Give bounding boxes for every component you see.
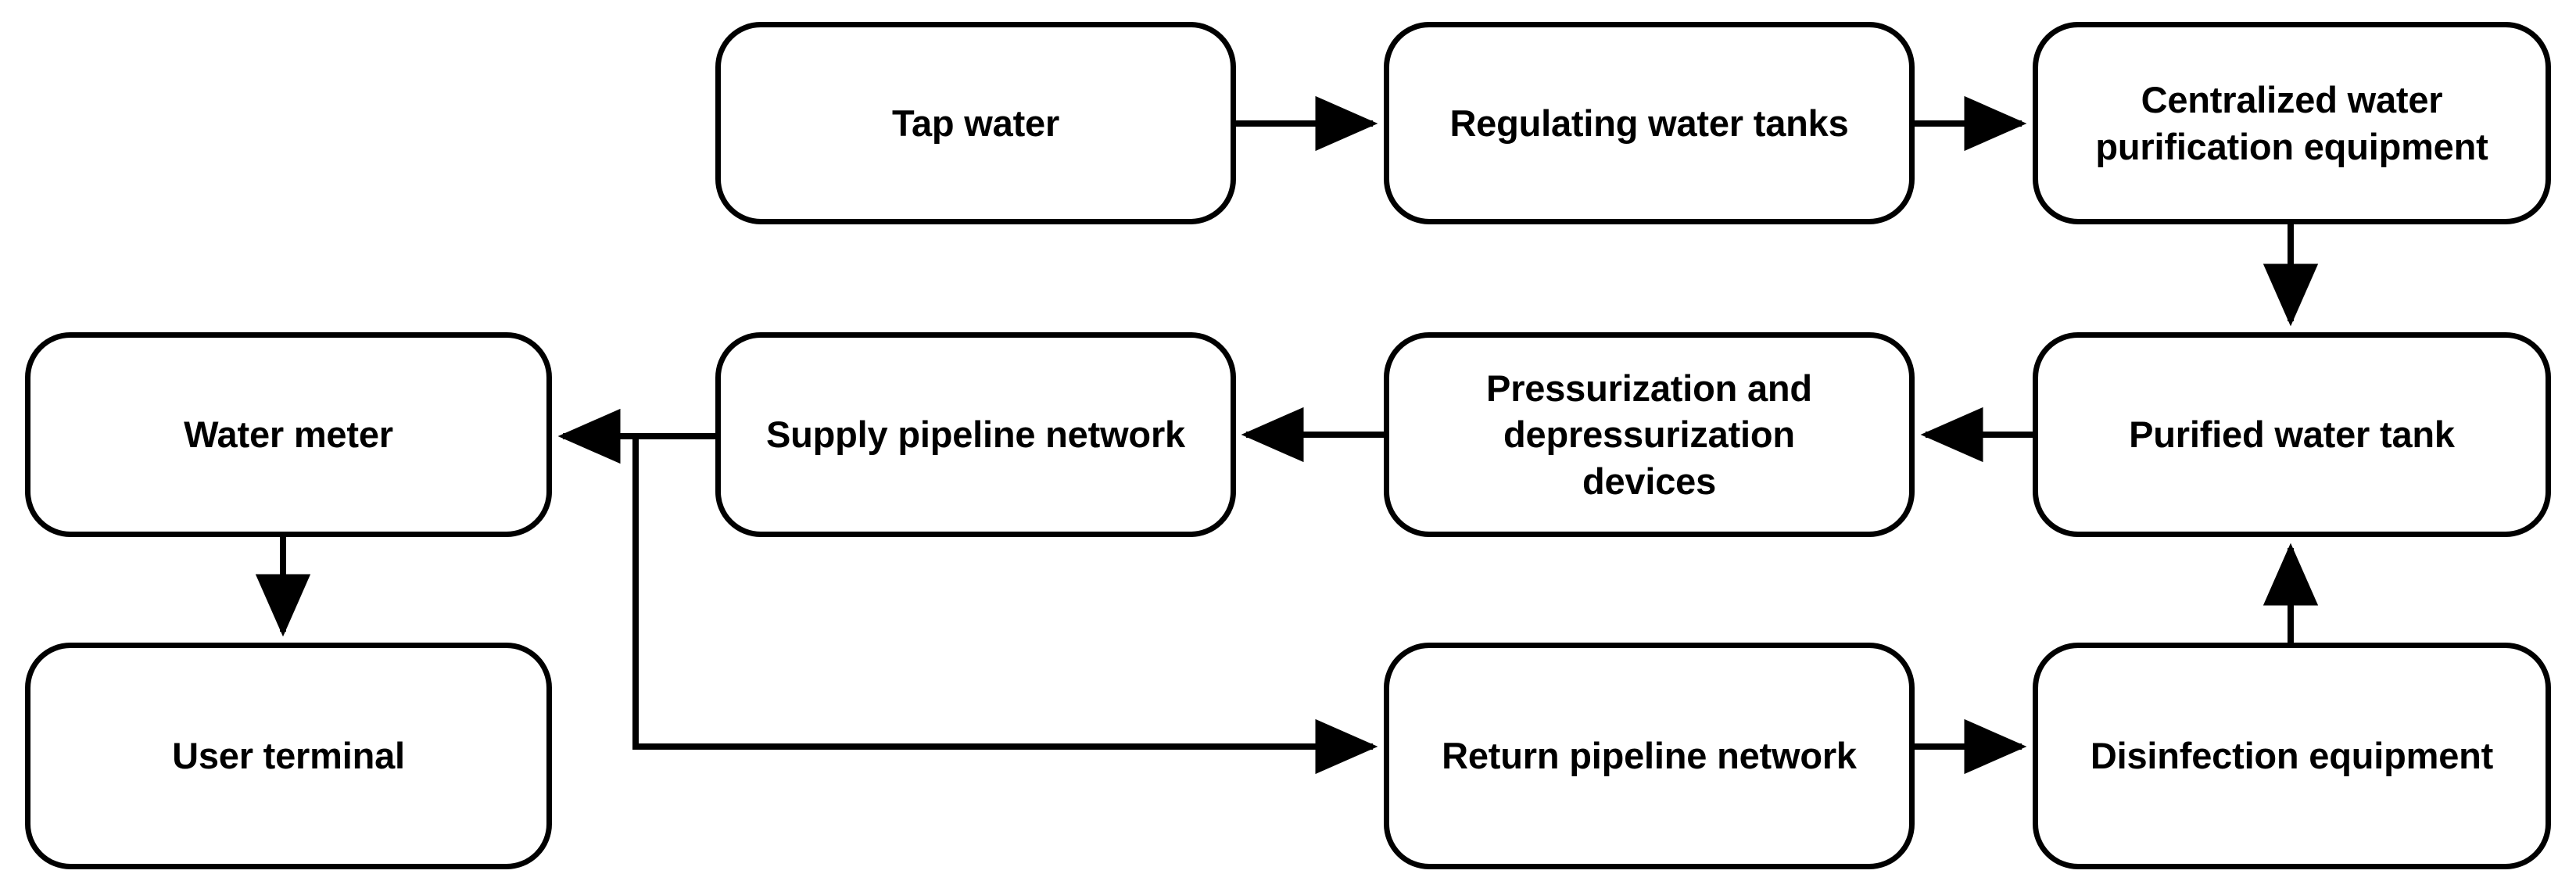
node-disinfection-equipment-label: Disinfection equipment [2090,735,2494,777]
node-purified-water-tank[interactable]: Purified water tank [2033,332,2551,537]
node-water-meter[interactable]: Water meter [25,332,552,537]
node-supply-pipeline-network-label: Supply pipeline network [766,414,1185,456]
node-regulating-water-tanks-label: Regulating water tanks [1449,102,1849,144]
node-pressurization-and-depressurization-devices-label: Pressurization and depressurization devi… [1486,367,1812,502]
node-return-pipeline-network[interactable]: Return pipeline network [1384,643,1915,869]
node-tap-water-label: Tap water [891,102,1060,144]
node-user-terminal-label: User terminal [172,735,405,777]
node-centralized-water-purification-equipment-label: Centralized water purification equipment [2095,79,2488,167]
node-regulating-water-tanks[interactable]: Regulating water tanks [1384,22,1915,224]
node-return-pipeline-network-label: Return pipeline network [1442,735,1857,777]
node-user-terminal[interactable]: User terminal [25,643,552,869]
node-supply-pipeline-network[interactable]: Supply pipeline network [715,332,1236,537]
node-purified-water-tank-label: Purified water tank [2129,414,2455,456]
node-tap-water[interactable]: Tap water [715,22,1236,224]
node-centralized-water-purification-equipment[interactable]: Centralized water purification equipment [2033,22,2551,224]
node-disinfection-equipment[interactable]: Disinfection equipment [2033,643,2551,869]
node-pressurization-and-depressurization-devices[interactable]: Pressurization and depressurization devi… [1384,332,1915,537]
node-water-meter-label: Water meter [184,414,393,456]
